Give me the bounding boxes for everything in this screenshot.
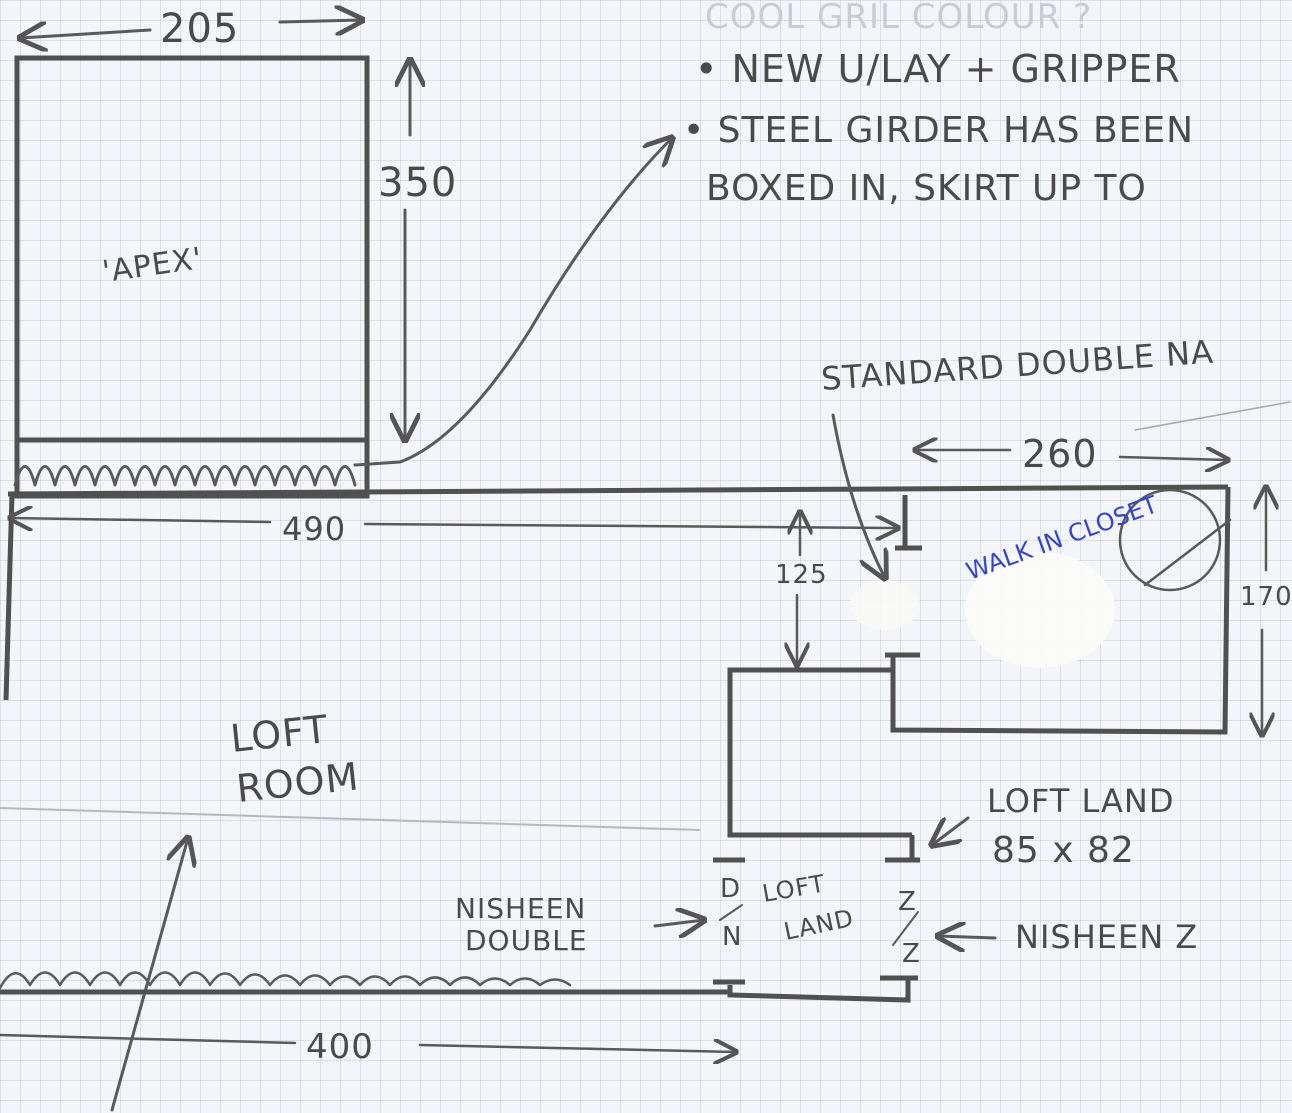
right-width-arrow-right	[1118, 457, 1228, 460]
loft-room-arrow	[110, 838, 188, 1112]
gap-dim: 125	[775, 560, 828, 590]
loft-land-inner-1: LOFT	[760, 869, 827, 908]
loft-land-label-1: LOFT LAND	[987, 782, 1174, 820]
door-swing-circle	[1118, 488, 1222, 592]
loft-room-label-2: ROOM	[234, 754, 361, 811]
loft-land-callout-arrow	[932, 816, 970, 845]
apex-width-dim: 205	[160, 6, 239, 52]
nisheen-double-mark-top: D	[720, 874, 741, 904]
left-wall	[3, 493, 15, 701]
nisheen-double-slash	[719, 904, 743, 921]
faint-guide-line	[1134, 401, 1291, 431]
loft-width-arrow-right	[418, 1045, 736, 1052]
standard-double-arrow	[831, 413, 885, 578]
main-length-arrow-left	[10, 518, 272, 522]
loft-width-dim: 400	[306, 1027, 374, 1067]
apex-label: 'APEX'	[100, 241, 205, 290]
right-width-dim: 260	[1022, 432, 1098, 476]
note-line-1: • NEW U/LAY + GRIPPER	[695, 47, 1181, 91]
main-wall	[7, 484, 1229, 497]
lower-wall-hatch	[0, 971, 572, 990]
main-length-arrow-right	[363, 524, 898, 528]
nisheen-z-mark-top: Z	[898, 887, 917, 917]
girder-callout-arrow	[353, 138, 672, 467]
loft-land-inner-2: LAND	[781, 904, 856, 946]
correction-fluid-patch-small	[850, 580, 920, 630]
nisheen-z-slash	[892, 911, 919, 946]
loft-room-label-1: LOFT	[228, 707, 330, 761]
loft-room-guide-line	[0, 807, 701, 831]
right-room-outline	[890, 486, 1231, 735]
correction-fluid-patch	[965, 552, 1115, 668]
note-line-3: BOXED IN, SKIRT UP TO	[706, 168, 1147, 209]
main-length-dim: 490	[282, 510, 346, 548]
apex-width-arrow-left	[20, 30, 152, 38]
door-swing-line	[1143, 518, 1232, 587]
nisheen-z-label: NISHEEN Z	[1015, 918, 1198, 956]
apex-width-arrow-right	[278, 20, 362, 22]
loft-land-bottom	[727, 978, 911, 1003]
faded-note: COOL GRIL COLOUR ?	[705, 0, 1092, 37]
right-height-dim: 170	[1240, 582, 1292, 612]
nisheen-double-arrow	[653, 920, 704, 926]
loft-land-outline	[727, 667, 912, 838]
nisheen-z-mark-bottom: Z	[902, 939, 921, 969]
nisheen-double-label-1: NISHEEN	[455, 892, 586, 925]
loft-land-label-2: 85 x 82	[992, 830, 1135, 871]
loft-width-arrow-left	[0, 1033, 297, 1045]
standard-double-label: STANDARD DOUBLE NA	[820, 333, 1215, 398]
girder-hatch	[13, 465, 357, 487]
nisheen-z-arrow	[938, 936, 997, 938]
nisheen-double-mark-bottom: N	[722, 922, 742, 952]
apex-room-outline	[14, 55, 370, 499]
apex-height-dim: 350	[378, 160, 457, 206]
nisheen-double-label-2: DOUBLE	[465, 924, 588, 957]
note-line-2: • STEEL GIRDER HAS BEEN	[683, 110, 1194, 151]
